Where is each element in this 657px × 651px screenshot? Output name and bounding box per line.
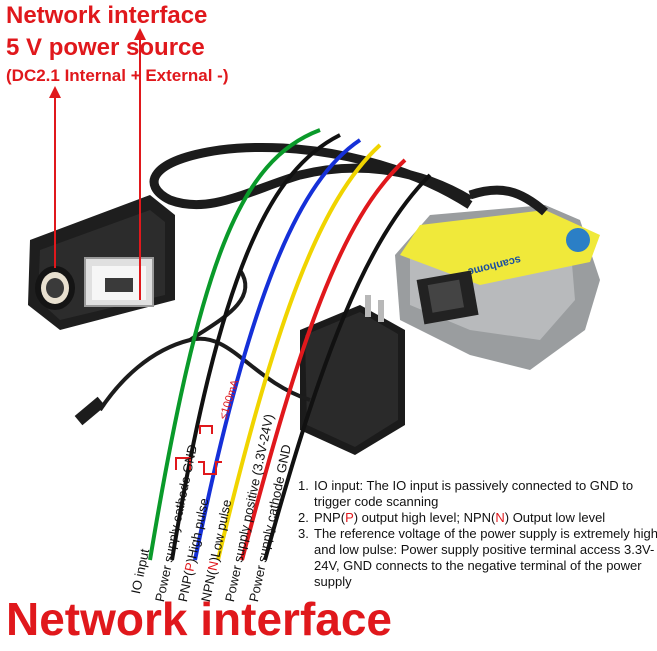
high-pulse-icon	[175, 457, 191, 470]
wire-red	[240, 158, 407, 561]
wire-green	[148, 128, 321, 561]
dc-plug	[74, 396, 106, 426]
scanhome-logo	[566, 228, 590, 252]
wire-black-2	[263, 173, 432, 561]
signal-wires	[148, 128, 432, 561]
wire-blue	[193, 138, 362, 561]
header-dc-spec: (DC2.1 Internal + External -)	[6, 66, 229, 85]
notes-panel: 1. IO input: The IO input is passively c…	[298, 478, 657, 590]
footer-network-interface: Network interface	[6, 593, 393, 645]
note-item: 1. IO input: The IO input is passively c…	[298, 478, 657, 510]
header-power-source: 5 V power source	[6, 34, 205, 61]
header-network-interface: Network interface	[6, 2, 208, 29]
note-pnp-npn: PNP(P) output high level; NPN(N) Output …	[314, 510, 606, 525]
note-item: 3. The reference voltage of the power su…	[298, 526, 657, 589]
wire-black-1	[170, 133, 341, 561]
note-io-input: IO input: The IO input is passively conn…	[314, 478, 634, 509]
adapter-current-label: ≤100mA	[217, 378, 241, 421]
network-port-housing	[28, 195, 175, 330]
power-adapter	[300, 295, 405, 455]
note-voltage: The reference voltage of the power suppl…	[314, 526, 657, 589]
note-item: 2. PNP(P) output high level; NPN(N) Outp…	[298, 510, 657, 526]
scanner-body: scanhome	[395, 205, 600, 370]
low-pulse-icon	[198, 461, 222, 475]
wire-yellow	[216, 143, 382, 561]
